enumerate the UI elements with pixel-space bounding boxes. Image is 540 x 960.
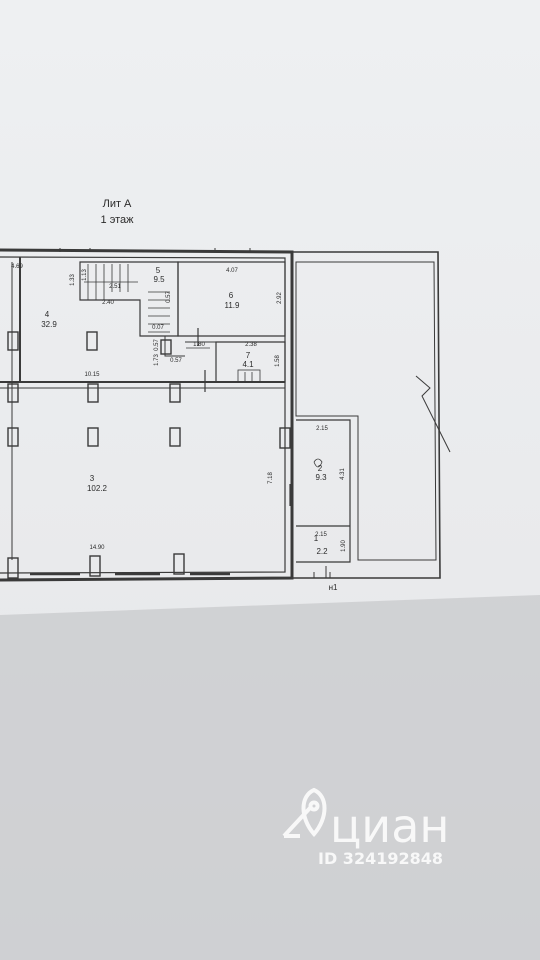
room-1-area: 2.2 xyxy=(316,547,328,556)
room-7-area: 4.1 xyxy=(242,360,254,369)
dimension-label: 2.40 xyxy=(102,300,114,306)
dimension-label: 0.57 xyxy=(154,339,160,351)
plan-title-line-2: 1 этаж xyxy=(101,214,135,226)
room-5-area: 9.5 xyxy=(153,275,165,284)
dimension-label: 1.90 xyxy=(341,540,347,552)
room-2-number: 2 xyxy=(318,464,323,473)
plan-title-line-1: Лит А xyxy=(103,198,132,210)
fixtures xyxy=(237,369,323,468)
dimension-label: 2.15 xyxy=(316,426,328,432)
dimension-label: 0.57 xyxy=(166,291,172,303)
dimension-label: 2.15 xyxy=(315,532,327,538)
room-6-number: 6 xyxy=(229,291,234,300)
dimension-label: 1.73 xyxy=(154,354,160,366)
dimension-label: 2.92 xyxy=(277,292,283,304)
dimension-label: 1.33 xyxy=(70,274,76,286)
room-3-number: 3 xyxy=(90,474,95,483)
dimension-label: 14.90 xyxy=(89,545,105,551)
dimension-label: 0.57 xyxy=(170,358,182,364)
shadow-area xyxy=(0,595,540,960)
room-1-number: 1 xyxy=(314,534,319,543)
location-pin-icon xyxy=(282,787,327,838)
watermark-brand: циан xyxy=(330,799,449,853)
dimension-label: 4.69 xyxy=(11,264,23,270)
dimension-label: 2.51 xyxy=(109,284,121,290)
dimension-label: 1.80 xyxy=(193,342,205,348)
dimension-label: 1.58 xyxy=(275,355,281,367)
room-6-area: 11.9 xyxy=(225,301,241,310)
watermark-id: ID 324192848 xyxy=(318,849,443,868)
room-7-number: 7 xyxy=(246,351,251,360)
dimension-label: 2.38 xyxy=(245,342,257,348)
cian-watermark: циан ID 324192848 xyxy=(282,787,449,868)
columns xyxy=(7,331,291,579)
staircase xyxy=(84,264,170,333)
dimension-label: 4.31 xyxy=(340,468,346,480)
dimension-label: 10.15 xyxy=(84,372,100,378)
dimension-label: 7.18 xyxy=(268,472,274,484)
room-4-area: 32.9 xyxy=(41,320,57,329)
entrance-label: н1 xyxy=(329,583,338,592)
dimension-label: 1.13 xyxy=(82,269,88,281)
plan-walls xyxy=(0,248,451,582)
room-4-number: 4 xyxy=(45,310,50,319)
dimension-label: 4.07 xyxy=(226,268,238,274)
room-3-area: 102.2 xyxy=(87,484,108,493)
dimension-label: 0.07 xyxy=(152,325,164,331)
room-2-area: 9.3 xyxy=(315,473,327,482)
room-5-number: 5 xyxy=(156,266,161,275)
